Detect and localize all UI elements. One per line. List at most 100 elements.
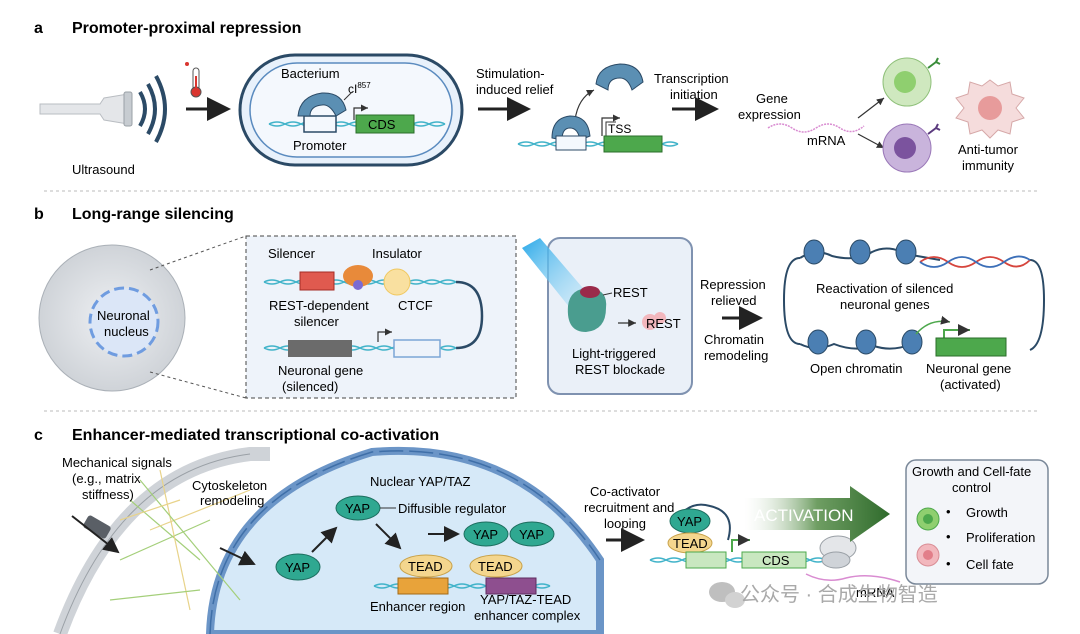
mrna-label: mRNA — [807, 133, 846, 148]
stim-label-1: Stimulation- — [476, 66, 545, 81]
mrna-c-label: mRNA — [856, 585, 895, 600]
light-label-1: Light-triggered — [572, 346, 656, 361]
yap-dimer-a — [463, 521, 509, 547]
tead-label-3: TEAD — [673, 536, 708, 551]
coactivator-label-2: recruitment and — [584, 500, 674, 515]
prolif-bullet: • — [946, 529, 951, 544]
nuclear-yap-label: Nuclear YAP/TAZ — [370, 474, 470, 489]
complex-label-2: enhancer complex — [474, 608, 581, 623]
gene-label-1: Gene — [756, 91, 788, 106]
reactivation-label-1: Reactivation of silenced — [816, 281, 953, 296]
neuronal-gene-label-2: (silenced) — [282, 379, 338, 394]
panel-a-letter: a — [34, 20, 43, 37]
silencer-block — [299, 271, 335, 291]
activation-label: ACTIVATION — [754, 506, 854, 525]
nucleus-label-2: nucleus — [104, 324, 149, 339]
cytoskeleton-fibers — [109, 469, 251, 611]
rest-label: REST — [613, 285, 648, 300]
activated-label-2: (activated) — [940, 377, 1001, 392]
stim-label-2: induced relief — [476, 82, 554, 97]
panel-a: a Promoter-proximal repression Ultrasoun… — [34, 20, 1025, 177]
panel-b-letter: b — [34, 206, 44, 223]
nucleosome-icon — [803, 239, 923, 355]
panel-c: c Enhancer-mediated transcriptional co-a… — [34, 427, 1049, 634]
fate-bullet: • — [946, 556, 951, 571]
chromatin-label-2: remodeling — [704, 348, 768, 363]
mechanical-label-2: (e.g., matrix — [72, 471, 141, 486]
anti-label-1: Anti-tumor — [958, 142, 1019, 157]
activation-arrow — [744, 486, 890, 542]
t-cell-purple-icon — [882, 123, 941, 173]
nucleus-label-1: Neuronal — [97, 308, 150, 323]
panel-b-title: Long-range silencing — [72, 206, 234, 223]
released-rest-icon — [642, 312, 666, 330]
rest-protein — [343, 265, 373, 287]
wechat-icon — [709, 582, 745, 608]
ultrasound-label: Ultrasound — [72, 162, 135, 177]
ultrasound-probe-icon — [39, 75, 167, 143]
coactivator-label-3: looping — [604, 516, 646, 531]
insulator-label: Insulator — [372, 246, 423, 261]
watermark: 公众号 · 合成生物智造 — [740, 583, 938, 606]
yap-label-3: YAP — [473, 527, 498, 542]
ci-label: cI857 — [348, 81, 371, 96]
mechanical-label-1: Mechanical signals — [62, 455, 172, 470]
rest-dependent-label-1: REST-dependent — [269, 298, 369, 313]
silencing-zoom-box — [245, 235, 517, 399]
panel-b: b Long-range silencing Neuronal nucleus … — [34, 206, 1046, 399]
chromatin-label-1: Chromatin — [704, 332, 764, 347]
tumor-cell-icon — [955, 79, 1025, 139]
cds-c-block — [741, 551, 807, 569]
gene-label-2: expression — [738, 107, 801, 122]
tead-b — [469, 554, 523, 578]
panel-a-title: Promoter-proximal repression — [72, 20, 301, 37]
promoter-label: Promoter — [293, 138, 347, 153]
yap-dimer-b — [509, 521, 555, 547]
activated-label-1: Neuronal gene — [926, 361, 1011, 376]
panel-c-letter: c — [34, 427, 43, 444]
fate-label: Cell fate — [966, 557, 1014, 572]
mechanical-label-3: stiffness) — [82, 487, 134, 502]
released-repressor-icon — [595, 63, 644, 91]
ctcf-label: CTCF — [398, 298, 433, 313]
diffusible-label: Diffusible regulator — [398, 501, 507, 516]
yap-label-1: YAP — [285, 560, 310, 575]
thermometer-icon — [185, 62, 202, 98]
tss-label: TSS — [608, 122, 631, 136]
neuronal-gene-block — [288, 340, 352, 357]
prolif-label: Proliferation — [966, 530, 1035, 545]
tead-a — [399, 554, 453, 578]
panel-c-title: Enhancer-mediated transcriptional co-act… — [72, 427, 439, 444]
t-cell-green-icon — [882, 57, 941, 107]
cds-c-label: CDS — [762, 553, 790, 568]
growth-bullet: • — [946, 504, 951, 519]
ci-repressor — [297, 92, 347, 117]
anti-label-2: immunity — [962, 158, 1015, 173]
rest-dependent-label-2: silencer — [294, 314, 339, 329]
yap-label-4: YAP — [519, 527, 544, 542]
neuronal-gene-label-1: Neuronal gene — [278, 363, 363, 378]
trans-label-2: initiation — [670, 87, 718, 102]
rest-blockade-box — [547, 237, 693, 395]
cytoskeleton-label-1: Cytoskeleton — [192, 478, 267, 493]
tead-label-1: TEAD — [408, 559, 443, 574]
open-chromatin-label: Open chromatin — [810, 361, 903, 376]
growth-label: Growth — [966, 505, 1008, 520]
growth-fate-box — [905, 459, 1049, 585]
box-title-1: Growth and Cell-fate — [912, 464, 1031, 479]
enhancer-block — [397, 577, 449, 595]
ctcf-protein — [383, 268, 411, 296]
complex-label-1: YAP/TAZ-TEAD — [480, 592, 571, 607]
promoter-box — [303, 115, 337, 133]
neuronal-nucleus — [88, 286, 160, 358]
coactivator-label-1: Co-activator — [590, 484, 661, 499]
repression-label-1: Repression — [700, 277, 766, 292]
yap-label-5: YAP — [677, 514, 702, 529]
cds-label: CDS — [368, 117, 396, 132]
repression-label-2: relieved — [711, 293, 757, 308]
reactivation-label-2: neuronal genes — [840, 297, 930, 312]
cytoskeleton-label-2: remodeling — [200, 493, 264, 508]
light-label-2: REST blockade — [575, 362, 665, 377]
silencer-label: Silencer — [268, 246, 316, 261]
